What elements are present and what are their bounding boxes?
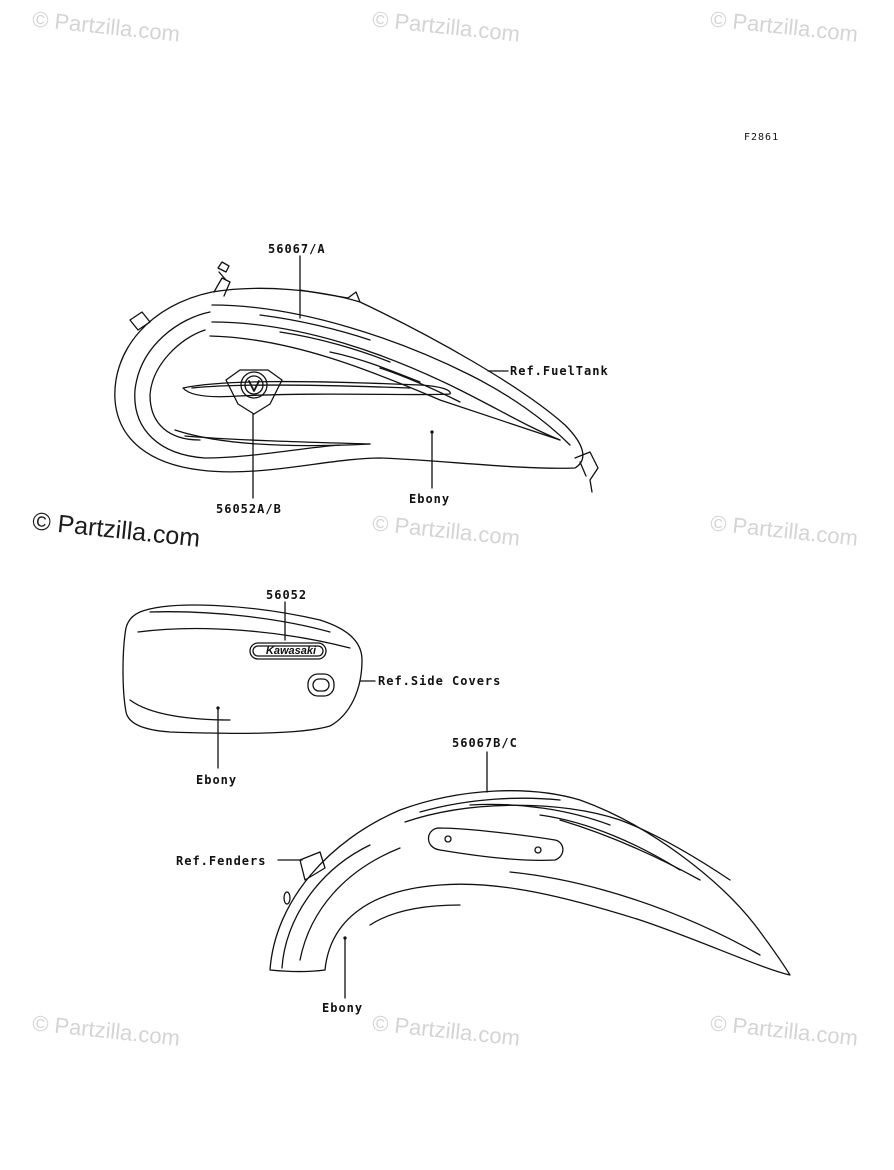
kawasaki-emblem-text: Kawasaki	[265, 645, 317, 657]
tank-ref-label: Ref.FuelTank	[510, 364, 609, 378]
fender-color-label: Ebony	[322, 1001, 364, 1015]
figure-code: F2861	[744, 132, 780, 143]
fender	[269, 751, 791, 999]
fender-decal-label: 56067B/C	[452, 736, 518, 750]
fuel-tank	[114, 255, 599, 499]
fender-ref-label: Ref.Fenders	[176, 854, 267, 868]
tank-color-label: Ebony	[409, 492, 451, 506]
tank-decal-label: 56067/A	[268, 242, 326, 256]
cover-decal-label: 56052	[266, 588, 308, 602]
side-cover	[122, 601, 376, 769]
cover-color-label: Ebony	[196, 773, 238, 787]
cover-ref-label: Ref.Side Covers	[378, 674, 502, 688]
tank-emblem-label: 56052A/B	[216, 502, 282, 516]
